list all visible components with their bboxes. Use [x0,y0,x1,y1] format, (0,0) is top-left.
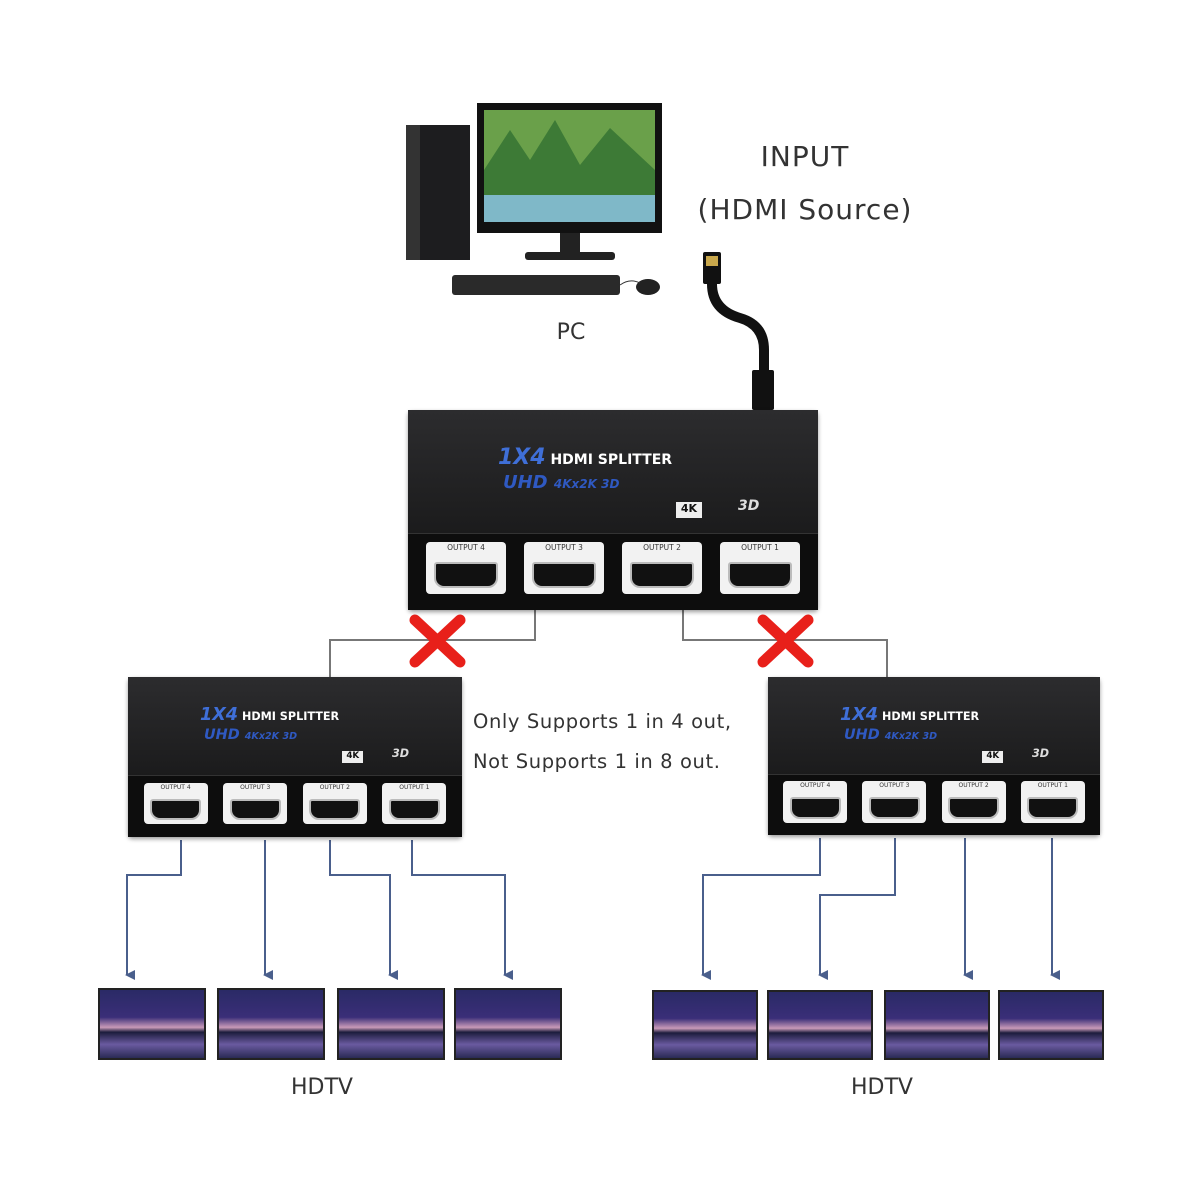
port-label: OUTPUT 4 [800,782,831,790]
input-title: INPUT [760,140,850,173]
spec-label: UHD 4Kx2K 3D [204,727,297,743]
model-label: 1X4 [840,705,879,725]
hdmi-output-port: OUTPUT 4 [426,542,506,594]
hdmi-socket-icon [532,562,596,588]
port-label: OUTPUT 4 [447,543,485,552]
port-label: OUTPUT 3 [879,782,910,790]
resolution-label: 4Kx2K 3D [553,477,620,491]
hdmi-socket-icon [149,798,202,821]
port-label: OUTPUT 2 [958,782,989,790]
hdtv-icon [998,990,1104,1060]
product-name: HDMI SPLITTER [550,452,673,468]
product-name: HDMI SPLITTER [241,710,340,723]
port-label: OUTPUT 3 [545,543,583,552]
hdmi-output-port: OUTPUT 4 [783,781,848,823]
hdmi-output-port: OUTPUT 3 [862,781,927,823]
hdtv-icon [98,988,206,1060]
port-label: OUTPUT 1 [741,543,779,552]
hdmi-output-port: OUTPUT 3 [524,542,604,594]
hdmi-output-port: OUTPUT 2 [941,781,1006,823]
pc-icon [406,103,662,295]
splitter-title: 1X4 HDMI SPLITTER [840,705,979,725]
uhd-label: UHD [844,726,880,743]
hdtv-icon [767,990,873,1060]
left-splitter: 1X4 HDMI SPLITTER UHD 4Kx2K 3D 4K 3D OUT… [128,677,462,837]
hdtv-icon [217,988,325,1060]
hdtv-icon [454,988,562,1060]
right-splitter: 1X4 HDMI SPLITTER UHD 4Kx2K 3D 4K 3D OUT… [768,677,1100,835]
hdmi-socket-icon [947,797,1000,819]
note-line-2: Not Supports 1 in 8 out. [473,750,721,773]
splitter-front: OUTPUT 4 OUTPUT 3 OUTPUT 2 OUTPUT 1 [408,533,818,610]
port-label: OUTPUT 4 [160,783,191,791]
hdtv-icon [884,990,990,1060]
model-label: 1X4 [498,445,546,470]
hdtv-label-right: HDTV [851,1075,913,1100]
spec-label: UHD 4Kx2K 3D [844,727,937,743]
hdmi-cable-icon [703,252,774,410]
hdmi-socket-icon [789,797,841,819]
hdmi-output-port: OUTPUT 1 [382,782,447,825]
hdmi-socket-icon [728,562,792,588]
hdmi-socket-icon [1027,797,1079,819]
4k-badge: 4K [342,750,364,764]
4k-badge: 4K [982,750,1004,764]
cross-icon [757,614,814,668]
model-label: 1X4 [200,705,239,725]
pc-label: PC [556,320,586,345]
splitter-top: 1X4 HDMI SPLITTER UHD 4Kx2K 3D 4K 3D [768,677,1100,775]
hdmi-output-port: OUTPUT 3 [223,782,288,825]
main-splitter: 1X4 HDMI SPLITTER UHD 4Kx2K 3D 4K 3D OUT… [408,410,818,610]
cross-icon [409,614,466,668]
hdtv-icon [337,988,445,1060]
port-label: OUTPUT 2 [319,783,350,791]
hdmi-output-port: OUTPUT 1 [720,542,800,594]
input-subtitle: (HDMI Source) [697,193,913,226]
resolution-label: 4Kx2K 3D [244,730,298,742]
splitter-front: OUTPUT 4 OUTPUT 3 OUTPUT 2 OUTPUT 1 [768,773,1100,835]
resolution-label: 4Kx2K 3D [884,730,938,742]
3d-badge: 3D [738,498,760,514]
uhd-label: UHD [503,472,548,493]
3d-badge: 3D [392,747,410,761]
port-label: OUTPUT 2 [643,543,681,552]
splitter-front: OUTPUT 4 OUTPUT 3 OUTPUT 2 OUTPUT 1 [128,775,462,837]
3d-badge: 3D [1032,747,1050,761]
port-label: OUTPUT 1 [399,783,430,791]
hdmi-socket-icon [434,562,498,588]
hdmi-output-port: OUTPUT 1 [1020,781,1085,823]
4k-badge: 4K [676,502,702,518]
port-label: OUTPUT 1 [1037,782,1068,790]
hdmi-socket-icon [309,798,361,821]
uhd-label: UHD [204,726,240,743]
hdtv-label-left: HDTV [291,1075,353,1100]
splitter-title: 1X4 HDMI SPLITTER [200,705,339,725]
hdtv-icon [652,990,758,1060]
splitter-title: 1X4 HDMI SPLITTER [498,445,672,470]
hdmi-output-port: OUTPUT 2 [622,542,702,594]
hdmi-socket-icon [388,798,440,821]
splitter-top: 1X4 HDMI SPLITTER UHD 4Kx2K 3D 4K 3D [128,677,462,777]
spec-label: UHD 4Kx2K 3D [503,472,619,493]
hdmi-output-port: OUTPUT 4 [143,782,208,825]
port-label: OUTPUT 3 [240,783,271,791]
hdmi-socket-icon [868,797,920,819]
note-line-1: Only Supports 1 in 4 out, [473,710,732,733]
splitter-top: 1X4 HDMI SPLITTER UHD 4Kx2K 3D 4K 3D [408,410,818,534]
hdmi-output-port: OUTPUT 2 [302,782,367,825]
hdmi-socket-icon [229,798,281,821]
hdmi-socket-icon [630,562,694,588]
product-name: HDMI SPLITTER [881,710,980,723]
